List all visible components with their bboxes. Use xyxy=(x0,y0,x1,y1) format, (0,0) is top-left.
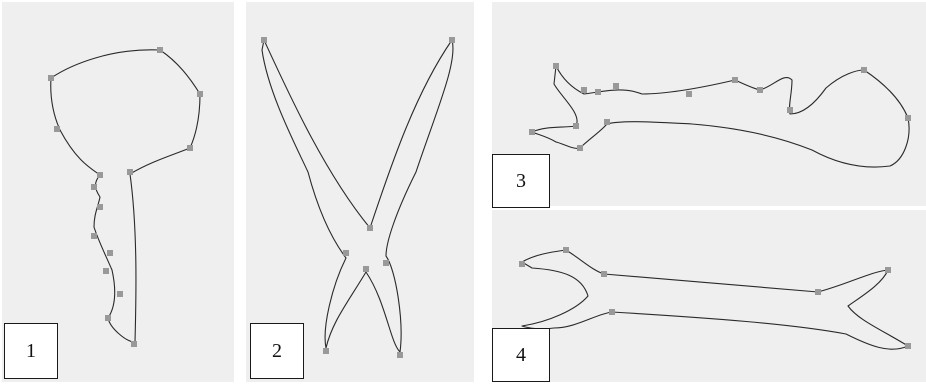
panel-3: 3 xyxy=(492,2,926,206)
shape-4-outline xyxy=(492,210,926,382)
panel-2-label: 2 xyxy=(250,323,304,379)
panel-2: 2 xyxy=(246,2,474,382)
shape-1-control-points xyxy=(48,47,203,347)
shape-3-outline xyxy=(492,2,926,206)
panel-1-label: 1 xyxy=(4,323,58,379)
panel-1: 1 xyxy=(2,2,234,382)
panel-4-label: 4 xyxy=(492,328,550,382)
shape-3-control-points xyxy=(529,63,911,151)
panel-4: 4 xyxy=(492,210,926,382)
panel-3-label: 3 xyxy=(492,154,550,208)
shape-4-control-points xyxy=(519,247,911,349)
